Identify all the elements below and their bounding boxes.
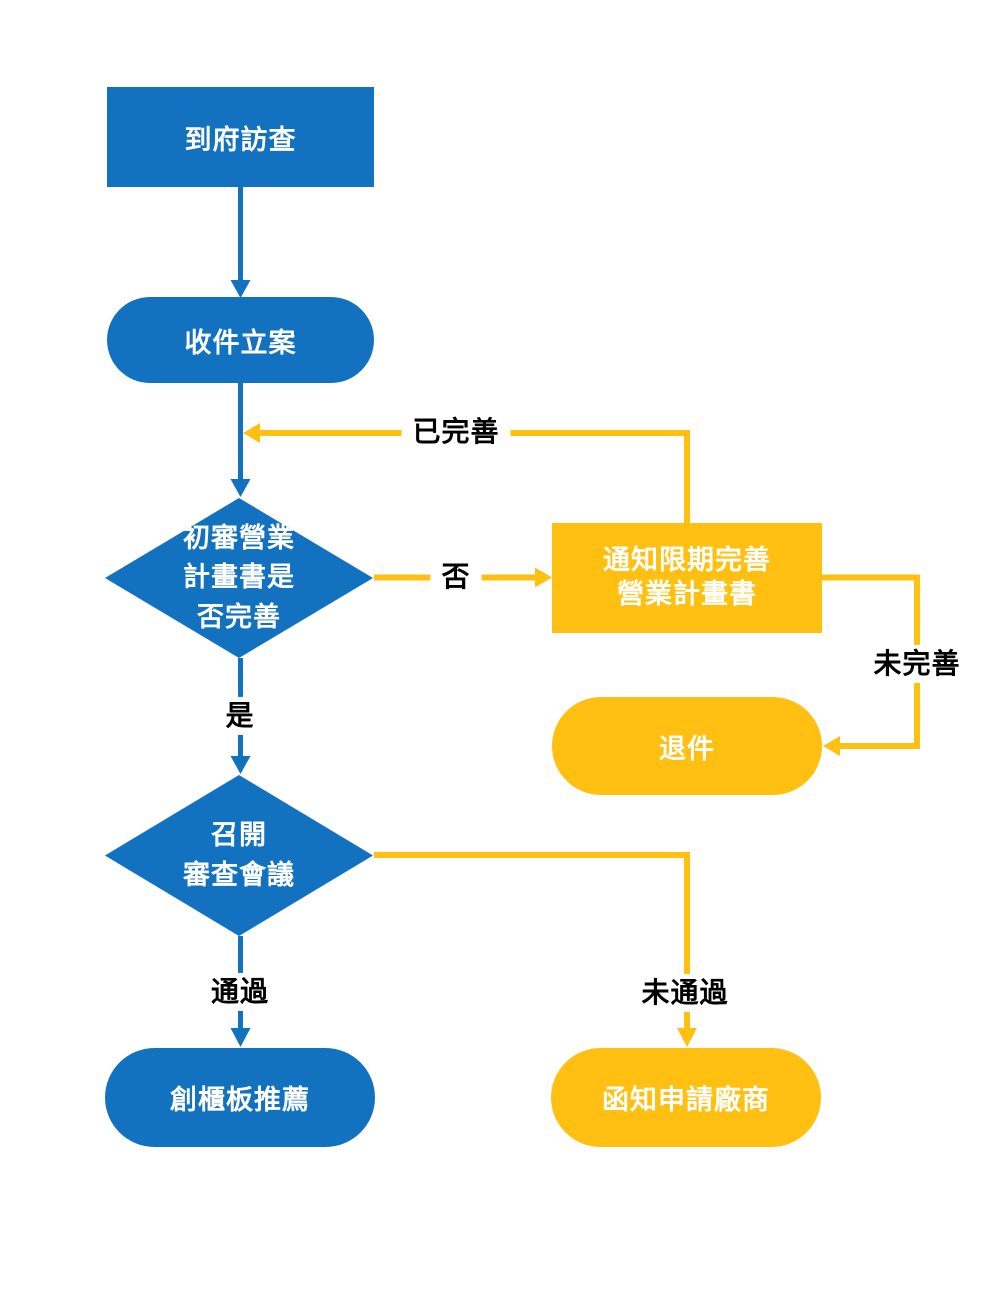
node-notify-deadline: 通知限期完善 營業計畫書 xyxy=(552,523,822,633)
node-return-case: 退件 xyxy=(552,697,822,795)
node-intake-label: 收件立案 xyxy=(184,327,297,358)
node-initial-review-label: 初審營業 計畫書是 否完善 xyxy=(183,523,295,632)
edge-label-not-passed: 未通過 xyxy=(630,973,740,1013)
edge-label-completed: 已完善 xyxy=(401,412,511,452)
node-notify-applicant: 函知申請廠商 xyxy=(551,1048,821,1147)
node-notify-applicant-label: 函知申請廠商 xyxy=(602,1085,770,1115)
node-visit-label: 到府訪查 xyxy=(184,124,297,155)
node-visit: 到府訪查 xyxy=(107,87,374,187)
node-gisa-recommendation-label: 創櫃板推薦 xyxy=(170,1085,310,1115)
edge-label-not-completed: 未完善 xyxy=(862,644,972,684)
arrow-visit-to-intake xyxy=(230,187,251,298)
node-notify-deadline-label: 通知限期完善 營業計畫書 xyxy=(603,545,771,609)
arrow-intake-to-initial-review xyxy=(230,383,251,497)
arrow-not-passed-meeting-to-notify-applicant xyxy=(374,852,697,1047)
node-return-case-label: 退件 xyxy=(659,733,715,764)
edge-label-no: 否 xyxy=(430,557,482,597)
edge-label-passed: 通過 xyxy=(199,972,281,1012)
edge-label-yes: 是 xyxy=(214,696,266,736)
node-intake: 收件立案 xyxy=(107,297,374,383)
node-review-meeting-label: 召開 審查會議 xyxy=(183,820,295,890)
node-gisa-recommendation: 創櫃板推薦 xyxy=(105,1048,375,1147)
